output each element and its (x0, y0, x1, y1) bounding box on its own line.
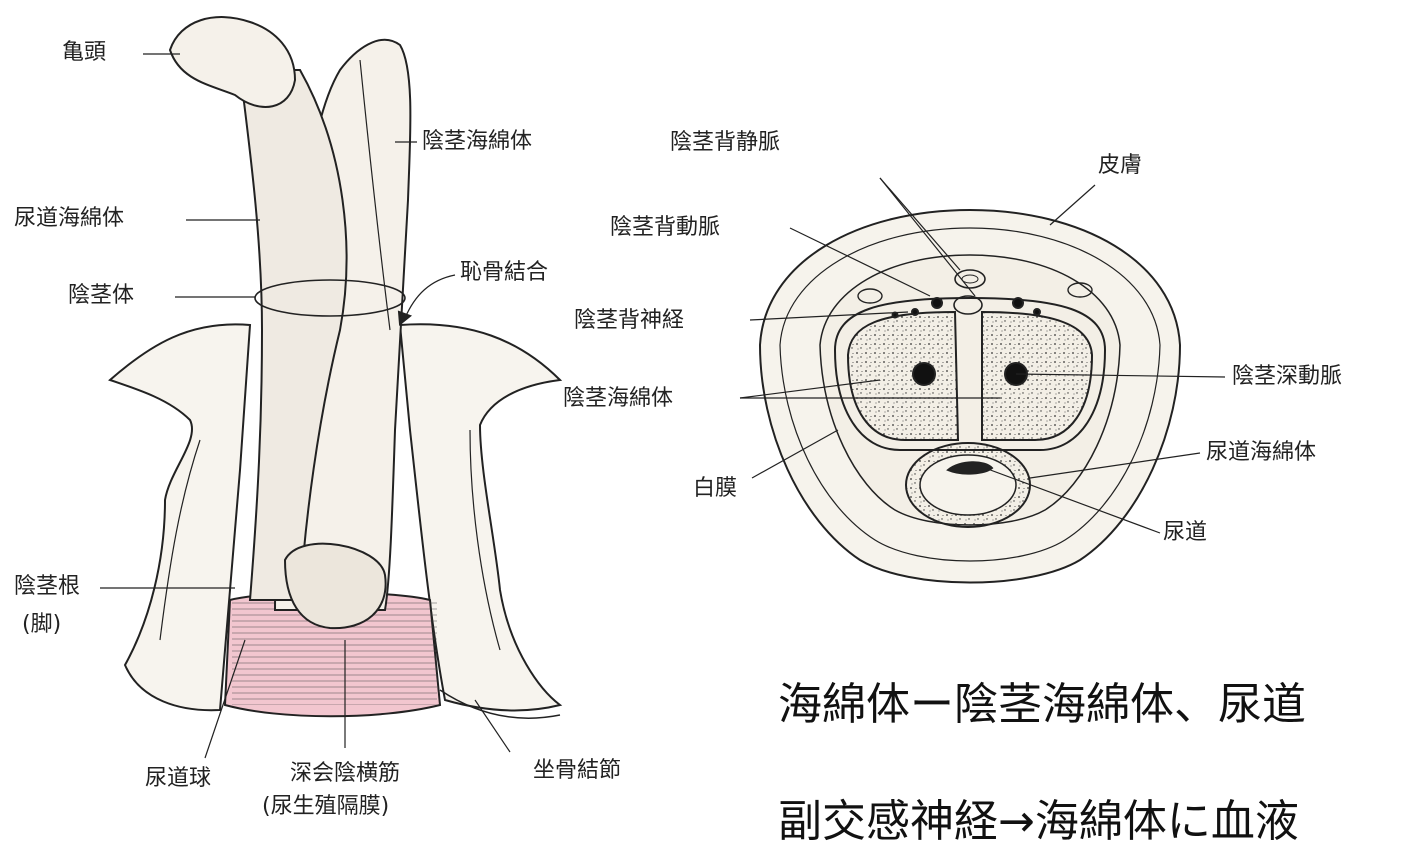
label-penile-root: 陰茎根 (14, 576, 80, 598)
label-tunica-albuginea: 白膜 (693, 478, 737, 500)
label-pubic-symphysis: 恥骨結合 (460, 262, 548, 284)
cross-section-view (740, 178, 1225, 583)
deep-artery-left (913, 363, 935, 385)
label-crus: (脚) (22, 614, 61, 636)
label-deep-dorsal-vein: 陰茎背静脈 (670, 132, 780, 154)
label-deep-transverse-perineal: 深会陰横筋 (290, 760, 400, 789)
glans-shape (170, 17, 295, 107)
caption-line-1: 海綿体ー陰茎海綿体、尿道 (778, 683, 1306, 727)
caption-line-2: 副交感神経→海綿体に血液 (778, 800, 1299, 844)
dorsal-artery-right (1013, 298, 1023, 308)
label-penile-body: 陰茎体 (68, 285, 134, 307)
corpus-cavernosum-left (848, 312, 958, 440)
dorsal-nerve-dot (912, 309, 918, 315)
label-corpus-cavernosum-right: 陰茎海綿体 (563, 388, 673, 410)
label-urethral-bulb: 尿道球 (145, 768, 211, 790)
dorsal-artery-left (932, 298, 942, 308)
label-ischial-tuberosity: 坐骨結節 (533, 760, 621, 782)
corpus-cavernosum-right (982, 312, 1092, 440)
label-corpus-spongiosum-right: 尿道海綿体 (1206, 442, 1316, 464)
label-corpus-spongiosum-left: 尿道海綿体 (14, 208, 124, 230)
label-dorsal-nerve: 陰茎背神経 (574, 310, 684, 332)
label-skin: 皮膚 (1098, 155, 1142, 177)
label-glans: 亀頭 (62, 42, 106, 64)
label-dorsal-artery: 陰茎背動脈 (610, 217, 720, 239)
label-urogenital-diaphragm: (尿生殖隔膜) (262, 793, 389, 822)
label-corpus-cavernosum-left: 陰茎海綿体 (422, 131, 532, 153)
label-deep-artery: 陰茎深動脈 (1232, 366, 1342, 388)
label-urethra: 尿道 (1163, 522, 1207, 544)
